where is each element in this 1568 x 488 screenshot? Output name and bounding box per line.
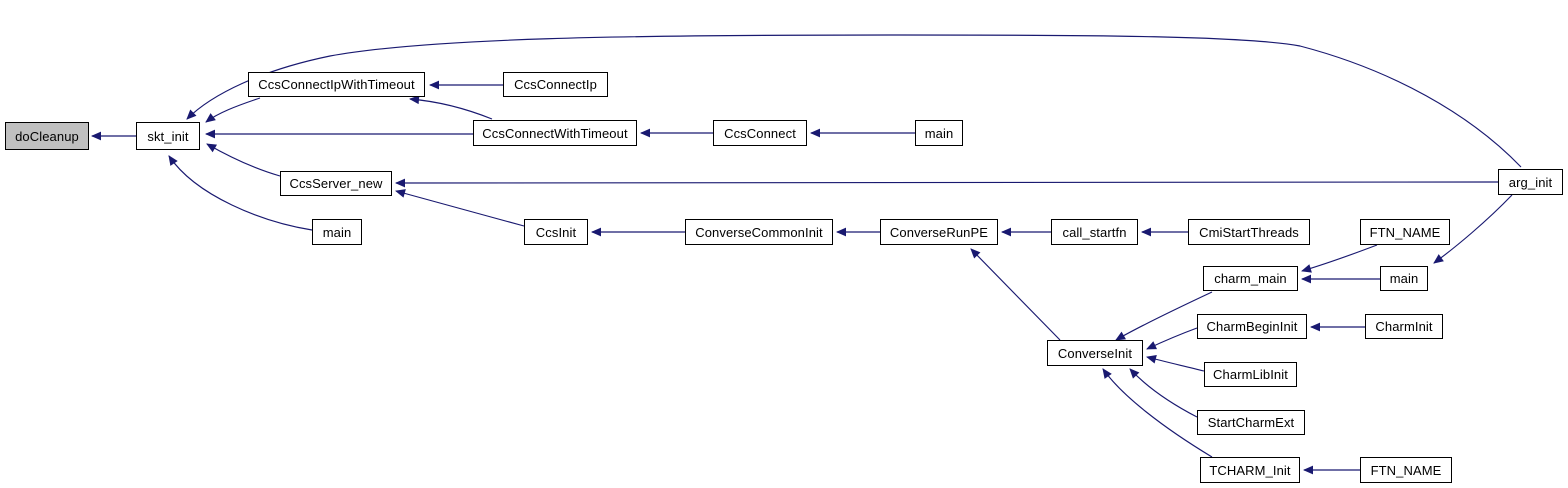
- node-skt_init[interactable]: skt_init: [136, 122, 200, 150]
- edge-arg_init-to-CcsServer_new: [395, 178, 1499, 188]
- node-main_left[interactable]: main: [312, 219, 362, 245]
- node-FTN_NAME_top[interactable]: FTN_NAME: [1360, 219, 1450, 245]
- node-CcsConnectWithTimeout[interactable]: CcsConnectWithTimeout: [473, 120, 637, 146]
- edge-arg_init-to-skt_init: [186, 34, 1522, 168]
- node-CharmInit[interactable]: CharmInit: [1365, 314, 1443, 339]
- edge-TCHARM_Init-to-ConverseInit: [1102, 368, 1213, 458]
- edge-ConverseInit-to-ConverseRunPE: [970, 248, 1061, 341]
- edge-CharmBeginInit-to-ConverseInit: [1146, 327, 1198, 350]
- node-main_right[interactable]: main: [1380, 266, 1428, 291]
- node-CcsInit[interactable]: CcsInit: [524, 219, 588, 245]
- node-ConverseInit[interactable]: ConverseInit: [1047, 340, 1143, 366]
- edge-arg_init-to-main_right: [1433, 194, 1513, 264]
- node-ConverseCommonInit[interactable]: ConverseCommonInit: [685, 219, 833, 245]
- node-charm_main[interactable]: charm_main: [1203, 266, 1298, 291]
- node-arg_init[interactable]: arg_init: [1498, 169, 1563, 195]
- node-CharmLibInit[interactable]: CharmLibInit: [1204, 362, 1297, 387]
- edge-CcsConnectWithTimeout-to-CcsConnectIpWithTimeout: [409, 95, 493, 120]
- edge-FTN_NAME_top-to-charm_main: [1301, 244, 1378, 273]
- node-doCleanup: doCleanup: [5, 122, 89, 150]
- node-TCHARM_Init[interactable]: TCHARM_Init: [1200, 457, 1300, 483]
- node-call_startfn[interactable]: call_startfn: [1051, 219, 1138, 245]
- node-CcsServer_new[interactable]: CcsServer_new: [280, 171, 392, 196]
- node-StartCharmExt[interactable]: StartCharmExt: [1197, 410, 1305, 435]
- node-CmiStartThreads[interactable]: CmiStartThreads: [1188, 219, 1310, 245]
- node-CcsConnectIp[interactable]: CcsConnectIp: [503, 72, 608, 97]
- edge-StartCharmExt-to-ConverseInit: [1129, 368, 1198, 418]
- edge-CcsServer_new-to-skt_init: [206, 143, 281, 177]
- edge-CharmLibInit-to-ConverseInit: [1146, 355, 1205, 372]
- edge-CcsInit-to-CcsServer_new: [395, 189, 525, 227]
- edge-main_left-to-skt_init: [168, 155, 313, 231]
- node-FTN_NAME_bottom[interactable]: FTN_NAME: [1360, 457, 1452, 483]
- node-main_top[interactable]: main: [915, 120, 963, 146]
- edge-CcsConnectIpWithTimeout-to-skt_init: [205, 97, 261, 123]
- node-CcsConnectIpWithTimeout[interactable]: CcsConnectIpWithTimeout: [248, 72, 425, 97]
- node-CharmBeginInit[interactable]: CharmBeginInit: [1197, 314, 1307, 339]
- edge-charm_main-to-ConverseInit: [1115, 291, 1213, 341]
- node-ConverseRunPE[interactable]: ConverseRunPE: [880, 219, 998, 245]
- node-CcsConnect[interactable]: CcsConnect: [713, 120, 807, 146]
